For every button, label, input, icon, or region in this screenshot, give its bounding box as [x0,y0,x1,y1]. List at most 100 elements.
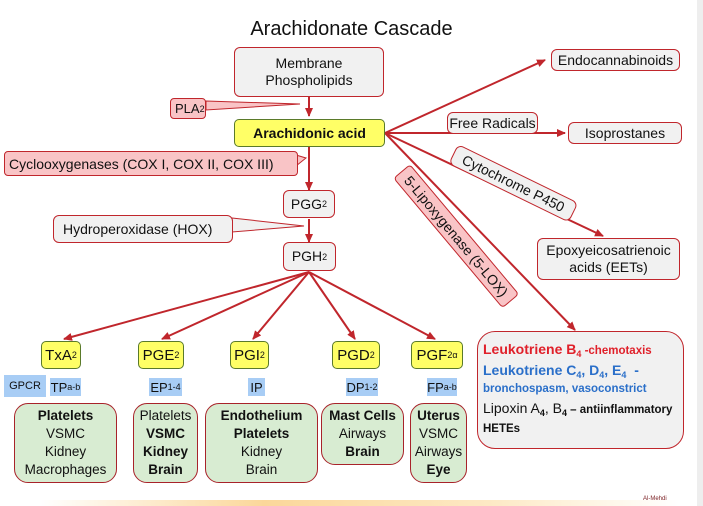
tissue-item: Endothelium [220,408,303,423]
ltd4-prefix: , D [581,362,600,378]
tissue-item: Airways [414,444,463,459]
tissue-item: Brain [345,444,380,459]
membrane-line1: Membrane [275,55,343,71]
pge2-base: PGE [142,346,175,364]
lte4-prefix: , E [604,362,622,378]
tissue-item: Kidney [240,444,283,459]
hox-label: Hydroperoxidase (HOX) [63,220,213,237]
tissue-item: VSMC [145,426,185,441]
arrow-pgh2-to-pgf2a [308,271,436,340]
ltc4-effect-line: bronchospasm, vasoconstrict [483,383,647,395]
cox-enzyme-label: Cyclooxygenases (COX I, COX II, COX III) [4,151,298,176]
lipoxin-b-prefix: , B [544,400,562,416]
pgh2-base: PGH [291,248,323,264]
tissue-item: Platelets [139,408,192,423]
ltc4-sub: 4 [576,370,582,380]
arrow-pgh2-to-pgd2 [308,271,356,340]
pgf2a-receptor-base: FP [427,379,444,395]
eets-line1: Epoxyeicosatrienoic [546,242,671,258]
isoprostanes-node: Isoprostanes [568,122,682,144]
pgf2a-base: PGF [416,346,448,364]
lipoxin-a4-sub: 4 [539,408,545,418]
ltb4-effect: -chemotaxis [581,345,652,357]
membrane-line2: Phospholipids [265,72,353,88]
pla2-pointer [205,100,301,111]
pgi2-tissues: Endothelium Platelets Kidney Brain [205,403,318,483]
tissue-item: Platelets [233,426,290,441]
pgi2-receptor: IP [248,378,265,396]
pgi2-receptor-base: IP [250,379,263,395]
arachidonic-acid-label: Arachidonic acid [253,125,366,141]
ltc4-dash: - [626,362,639,378]
footer-author: Al-Mehdi [643,496,667,502]
txa2-base: TxA [45,346,72,364]
ltb4-sub: 4 [576,349,582,359]
tissue-item: Platelets [37,408,94,423]
endocannabinoids-label: Endocannabinoids [557,51,674,68]
membrane-phospholipids-node: Membrane Phospholipids [234,47,384,97]
eets-node: Epoxyeicosatrienoic acids (EETs) [537,238,680,280]
ltc4-name: Leukotriene C [483,362,577,378]
tissue-item: Airways [338,426,387,441]
right-edge-bar [697,0,703,506]
tissue-item: VSMC [418,426,458,441]
txa2-receptor-base: TP [50,379,68,395]
tissue-item: Uterus [417,408,460,423]
gpcr-label: GPCR [4,375,46,397]
leukotrienes-node: Leukotriene B4 -chemotaxis Leukotriene C… [477,331,684,449]
cox-label: Cyclooxygenases (COX I, COX II, COX III) [9,155,274,172]
ltd4-sub: 4 [599,370,605,380]
tissue-item: Brain [148,462,183,477]
pge2-tissues: Platelets VSMC Kidney Brain [133,403,198,483]
lipoxin-line: Lipoxin A4, B4 – antiinflammatory [483,399,683,420]
pge2-receptor-base: EP [150,379,168,395]
pgg2-base: PGG [290,195,323,212]
lte4-sub: 4 [621,370,627,380]
isoprostanes-label: Isoprostanes [584,124,666,141]
pgi2-base: PGI [234,346,260,364]
eets-line2: acids (EETs) [569,259,648,275]
arrow-aa-to-leukotrienes [384,132,576,331]
txa2-tissues: Platelets VSMC Kidney Macrophages [14,403,117,483]
lipoxin-name: Lipoxin A [483,400,540,416]
hetes-line: HETEs [483,423,521,435]
pgf2a-tissues: Uterus VSMC Airways Eye [410,403,467,483]
ltb4-name: Leukotriene B [483,341,577,357]
ltb4-line: Leukotriene B4 -chemotaxis [483,340,683,361]
tissue-item: Kidney [142,444,188,459]
tissue-item: Kidney [44,444,87,459]
tissue-item: VSMC [45,426,85,441]
arrow-pgh2-to-txa2 [63,271,310,341]
pla2-base: PLA [175,100,200,116]
arrow-pgh2-to-pgi2 [252,271,310,340]
tissue-item: Mast Cells [329,408,396,423]
tissue-item: Brain [245,462,278,477]
lipoxin-b4-sub: 4 [561,408,567,418]
hox-pointer [231,217,305,233]
arrow-aa-to-endocannabinoids [384,59,546,134]
hox-enzyme-label: Hydroperoxidase (HOX) [53,215,233,243]
pgd2-base: PGD [337,346,370,364]
tissue-item: Eye [426,462,451,477]
lipoxin-effect: – antiinflammatory [566,404,673,416]
pgd2-receptor-base: DP [346,379,365,395]
free-radicals-text: Free Radicals [449,114,536,131]
arrow-pgh2-to-pge2 [161,271,310,340]
pgd2-tissues: Mast Cells Airways Brain [321,403,404,465]
ltc4-line: Leukotriene C4, D4, E4 - [483,361,683,380]
tissue-item: Macrophages [24,462,107,477]
endocannabinoids-node: Endocannabinoids [551,49,680,71]
free-radicals-label: Free Radicals [447,112,538,134]
